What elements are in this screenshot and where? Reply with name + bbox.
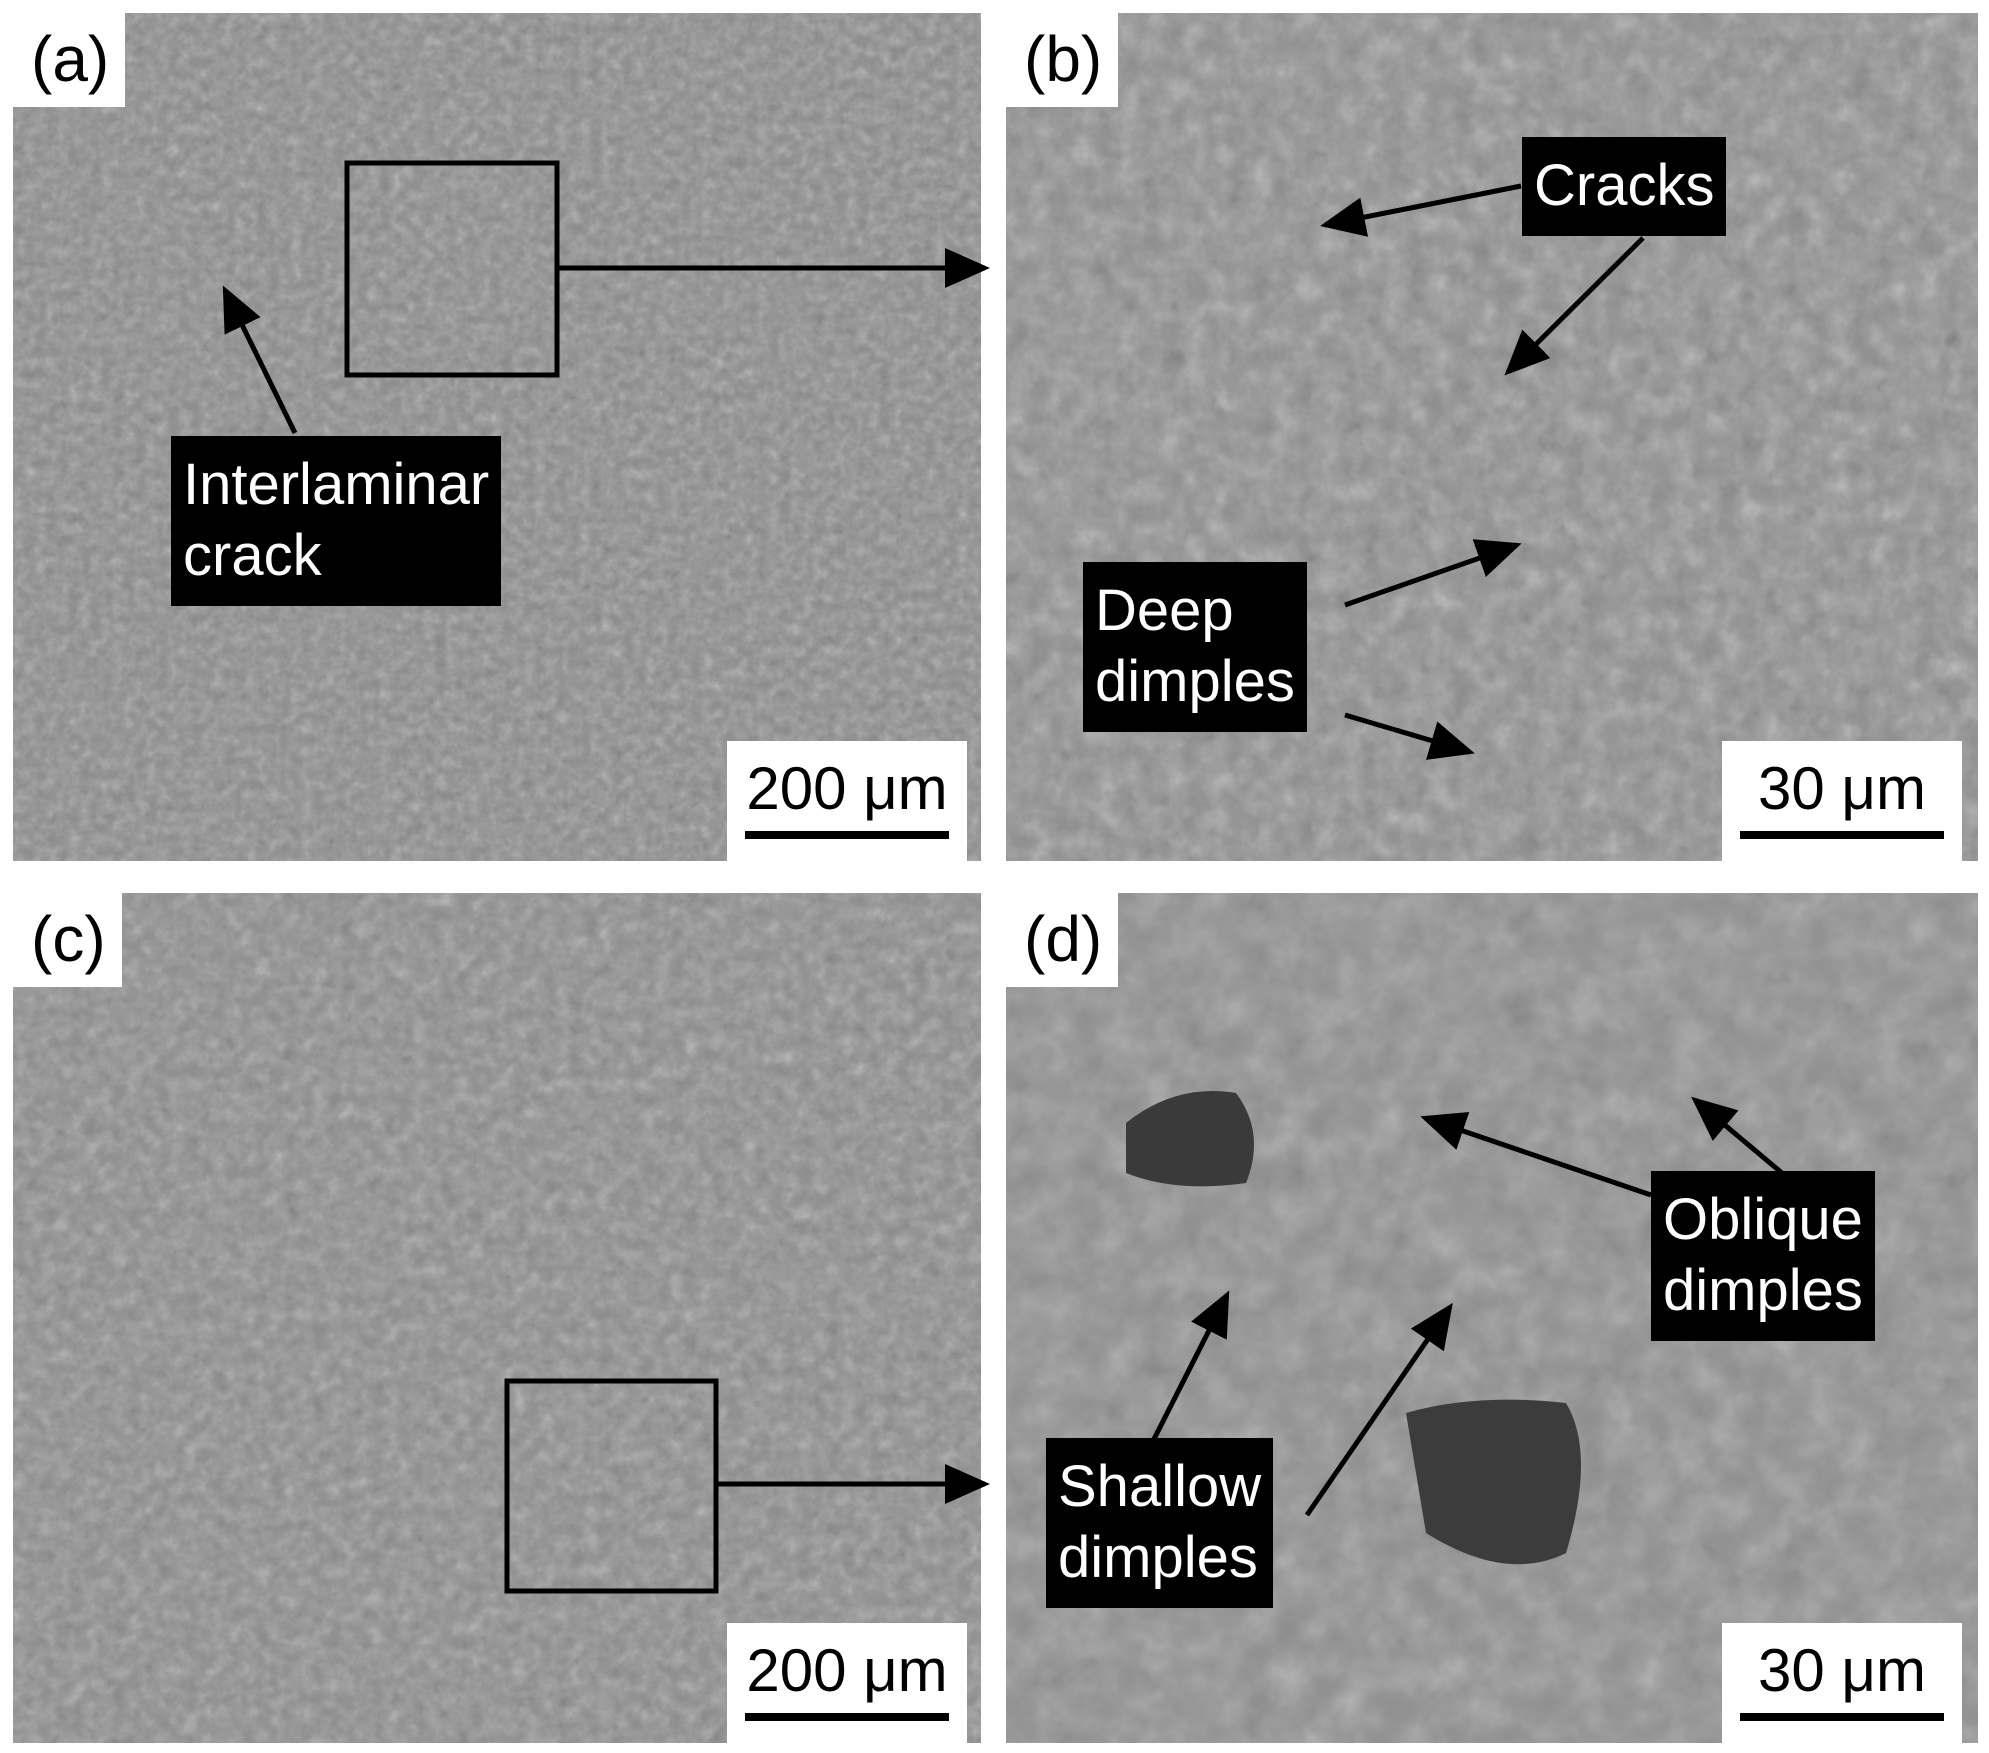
scale-bar-b: 30 μm bbox=[1722, 741, 1962, 861]
panel-letter-c: (c) bbox=[13, 893, 122, 987]
scale-label-a: 200 μm bbox=[746, 755, 948, 822]
label-shallow-dimples: Shallow dimples bbox=[1046, 1438, 1274, 1608]
scale-line-d bbox=[1740, 1713, 1944, 1721]
label-cracks: Cracks bbox=[1522, 137, 1727, 236]
scale-bar-a: 200 μm bbox=[727, 741, 967, 861]
sem-panel-c: (c) 200 μm bbox=[13, 893, 981, 1743]
panel-letter-a: (a) bbox=[13, 13, 126, 107]
sem-panel-b: (b) 30 μm Cracks Deep dimples bbox=[1006, 13, 1978, 861]
sem-texture-c bbox=[13, 893, 981, 1743]
scale-line-a bbox=[745, 831, 949, 839]
label-deep-dimples: Deep dimples bbox=[1083, 562, 1307, 732]
panel-letter-b: (b) bbox=[1006, 13, 1119, 107]
scale-line-c bbox=[745, 1713, 949, 1721]
panel-letter-d: (d) bbox=[1006, 893, 1119, 987]
scale-label-c: 200 μm bbox=[746, 1637, 948, 1704]
scale-bar-d: 30 μm bbox=[1722, 1623, 1962, 1743]
scale-line-b bbox=[1740, 831, 1944, 839]
label-oblique-dimples: Oblique dimples bbox=[1651, 1171, 1875, 1341]
scale-label-b: 30 μm bbox=[1758, 755, 1926, 822]
sem-texture-b bbox=[1006, 13, 1978, 861]
sem-panel-d: (d) 30 μm Oblique dimples Shallow dimple… bbox=[1006, 893, 1978, 1743]
label-interlaminar-crack: Interlaminar crack bbox=[171, 436, 502, 606]
sem-panel-a: (a) 200 μm Interlaminar crack bbox=[13, 13, 981, 861]
scale-label-d: 30 μm bbox=[1758, 1637, 1926, 1704]
scale-bar-c: 200 μm bbox=[727, 1623, 967, 1743]
